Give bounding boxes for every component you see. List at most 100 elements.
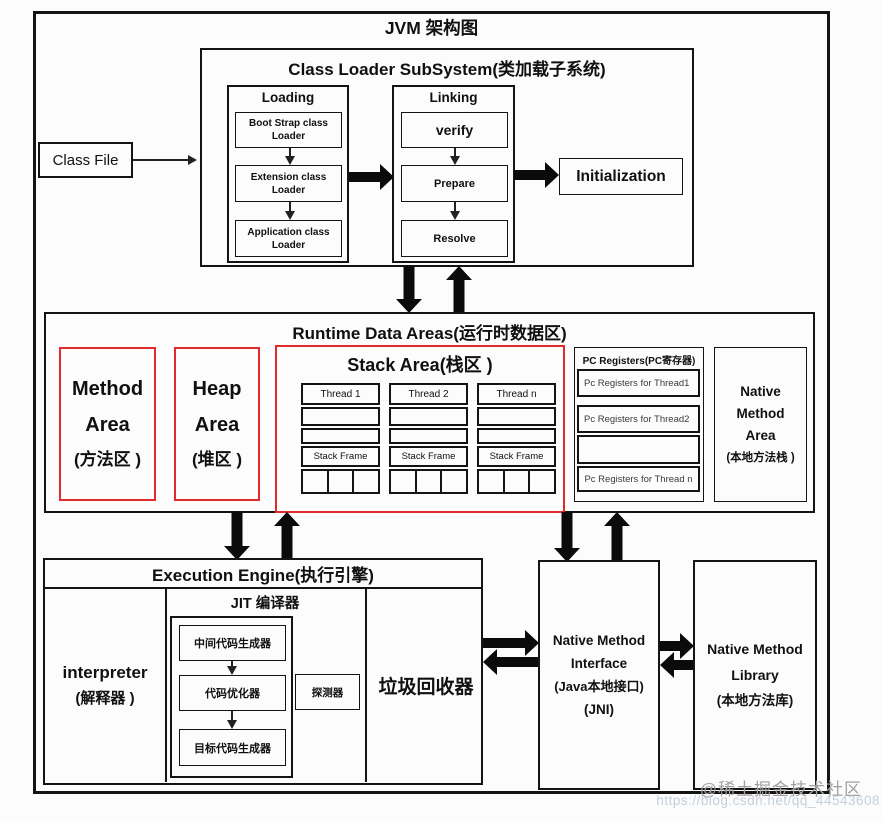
native-method-interface-box: Native Method Interface (Java本地接口) (JNI)	[538, 560, 660, 790]
prepare-label: Prepare	[434, 177, 475, 190]
stack-area-box: Stack Area(栈区 ) Thread 1 Stack Frame Thr…	[275, 345, 565, 513]
pc-register-thread2: Pc Registers for Thread2	[577, 405, 700, 433]
arrow-prepare-to-resolve	[448, 202, 462, 220]
stack-empty-row	[477, 407, 556, 426]
execution-engine-box: Execution Engine(执行引擎) interpreter (解释器 …	[43, 558, 483, 785]
pc-register-thread1: Pc Registers for Thread1	[577, 369, 700, 397]
initialization-box: Initialization	[559, 158, 683, 195]
native-method-area-line2: Method	[736, 405, 785, 421]
execution-engine-title: Execution Engine(执行引擎)	[152, 566, 374, 585]
garbage-collector-cell: 垃圾回收器	[367, 589, 485, 782]
arrow-intermediate-to-optimizer	[225, 661, 239, 675]
stack-frame-label: Stack Frame	[313, 451, 368, 462]
code-optimizer-box: 代码优化器	[179, 675, 286, 711]
nmi-line2: Interface	[570, 656, 628, 671]
jit-inner-box: 中间代码生成器 代码优化器 目标代码生成器	[170, 616, 293, 778]
thread-header: Thread 2	[389, 383, 468, 405]
pc-register-thread2-label: Pc Registers for Thread2	[584, 413, 690, 425]
stack-empty-row	[389, 407, 468, 426]
pc-registers-empty-box	[577, 435, 700, 464]
native-method-area-line3: Area	[745, 427, 776, 443]
method-area-line3: (方法区 )	[73, 450, 142, 469]
stack-bottom-cells	[301, 469, 380, 494]
nml-line2: Library	[731, 667, 779, 683]
garbage-collector-label: 垃圾回收器	[378, 677, 474, 698]
stack-area-title: Stack Area(栈区 )	[347, 355, 493, 375]
pc-register-threadn: Pc Registers for Thread n	[577, 466, 700, 492]
arrow-linking-to-initialization	[514, 161, 559, 189]
intermediate-code-generator-box: 中间代码生成器	[179, 625, 286, 661]
arrow-extension-to-application	[283, 202, 297, 220]
execution-engine-title-band: Execution Engine(执行引擎)	[45, 560, 481, 589]
interpreter-line1: interpreter	[62, 662, 148, 682]
application-loader-label: Application class Loader	[247, 226, 330, 251]
stack-frame-label: Stack Frame	[401, 451, 456, 462]
diagram-title: JVM 架构图	[384, 18, 479, 38]
extension-loader-label: Extension class Loader	[250, 171, 327, 196]
thread-header: Thread 1	[301, 383, 380, 405]
pc-register-threadn-label: Pc Registers for Thread n	[584, 473, 693, 485]
bootstrap-loader-box: Boot Strap class Loader	[235, 112, 342, 148]
arrow-execution-to-jni-right	[483, 629, 539, 657]
thread-column-n: Thread n Stack Frame	[477, 383, 556, 495]
stack-frame-label: Stack Frame	[489, 451, 544, 462]
thread-column-1: Thread 1 Stack Frame	[301, 383, 380, 495]
arrow-runtime-to-execution-down	[224, 512, 250, 560]
nml-line3: (本地方法库)	[716, 693, 794, 708]
class-loader-subsystem: Class Loader SubSystem(类加载子系统) Loading B…	[200, 48, 694, 267]
class-loader-title: Class Loader SubSystem(类加载子系统)	[288, 60, 606, 79]
stack-bottom-cells	[389, 469, 468, 494]
arrow-loading-to-linking	[349, 163, 394, 191]
class-file-label: Class File	[52, 151, 119, 169]
arrow-library-to-jni-left	[660, 651, 694, 679]
stack-frame-box: Stack Frame	[389, 446, 468, 467]
prepare-box: Prepare	[401, 165, 508, 202]
arrow-bootstrap-to-extension	[283, 148, 297, 165]
heap-area-line3: (堆区 )	[191, 450, 243, 469]
heap-area-line1: Heap	[192, 378, 242, 400]
nml-line1: Native Method	[707, 641, 803, 657]
native-method-area-line4: (本地方法栈 )	[726, 451, 795, 464]
extension-loader-box: Extension class Loader	[235, 165, 342, 202]
bootstrap-loader-label: Boot Strap class Loader	[249, 118, 328, 142]
heap-area-line2: Area	[194, 414, 240, 436]
native-method-area-box: Native Method Area (本地方法栈 )	[714, 347, 807, 502]
native-method-area-line1: Native	[740, 383, 781, 399]
thread-name: Thread 2	[408, 388, 449, 400]
runtime-title: Runtime Data Areas(运行时数据区)	[292, 324, 567, 343]
stack-empty-row	[301, 428, 380, 444]
resolve-box: Resolve	[401, 220, 508, 257]
jit-title: JIT 编译器	[230, 596, 300, 612]
arrow-jni-to-library-right	[660, 632, 694, 660]
target-code-generator-box: 目标代码生成器	[179, 729, 286, 766]
arrow-classloader-to-runtime-down	[396, 266, 422, 313]
linking-box: Linking verify Prepare Resolve	[392, 85, 515, 263]
runtime-data-areas: Runtime Data Areas(运行时数据区) Method Area (…	[44, 312, 815, 513]
resolve-label: Resolve	[433, 232, 476, 245]
pc-registers-box: PC Registers(PC寄存器) Pc Registers for Thr…	[574, 347, 704, 502]
method-area-line2: Area	[85, 414, 130, 436]
probe-label: 探测器	[311, 686, 344, 699]
initialization-label: Initialization	[576, 167, 666, 185]
method-area-box: Method Area (方法区 )	[59, 347, 156, 501]
intermediate-code-generator-label: 中间代码生成器	[194, 638, 271, 650]
verify-box: verify	[401, 112, 508, 148]
application-loader-box: Application class Loader	[235, 220, 342, 257]
pc-register-thread1-label: Pc Registers for Thread1	[584, 377, 690, 389]
arrow-runtime-to-jni-down	[554, 512, 580, 562]
watermark-url: https://blog.csdn.net/qq_44543608	[656, 793, 880, 808]
class-file-box: Class File	[38, 142, 133, 178]
stack-empty-row	[477, 428, 556, 444]
stack-frame-box: Stack Frame	[301, 446, 380, 467]
arrow-runtime-to-classloader-up	[446, 266, 472, 313]
nmi-line3: (Java本地接口)	[554, 679, 644, 694]
linking-title: Linking	[429, 90, 478, 105]
stack-bottom-cells	[477, 469, 556, 494]
code-optimizer-label: 代码优化器	[205, 688, 260, 700]
arrow-jni-to-execution-left	[483, 648, 539, 676]
arrow-jni-to-runtime-up	[604, 512, 630, 562]
arrow-verify-to-prepare	[448, 148, 462, 165]
arrow-execution-to-runtime-up	[274, 512, 300, 560]
nmi-line4: (JNI)	[584, 702, 614, 717]
jit-cell: JIT 编译器 中间代码生成器 代码优化器 目标代码生成器 探测器	[165, 589, 367, 782]
